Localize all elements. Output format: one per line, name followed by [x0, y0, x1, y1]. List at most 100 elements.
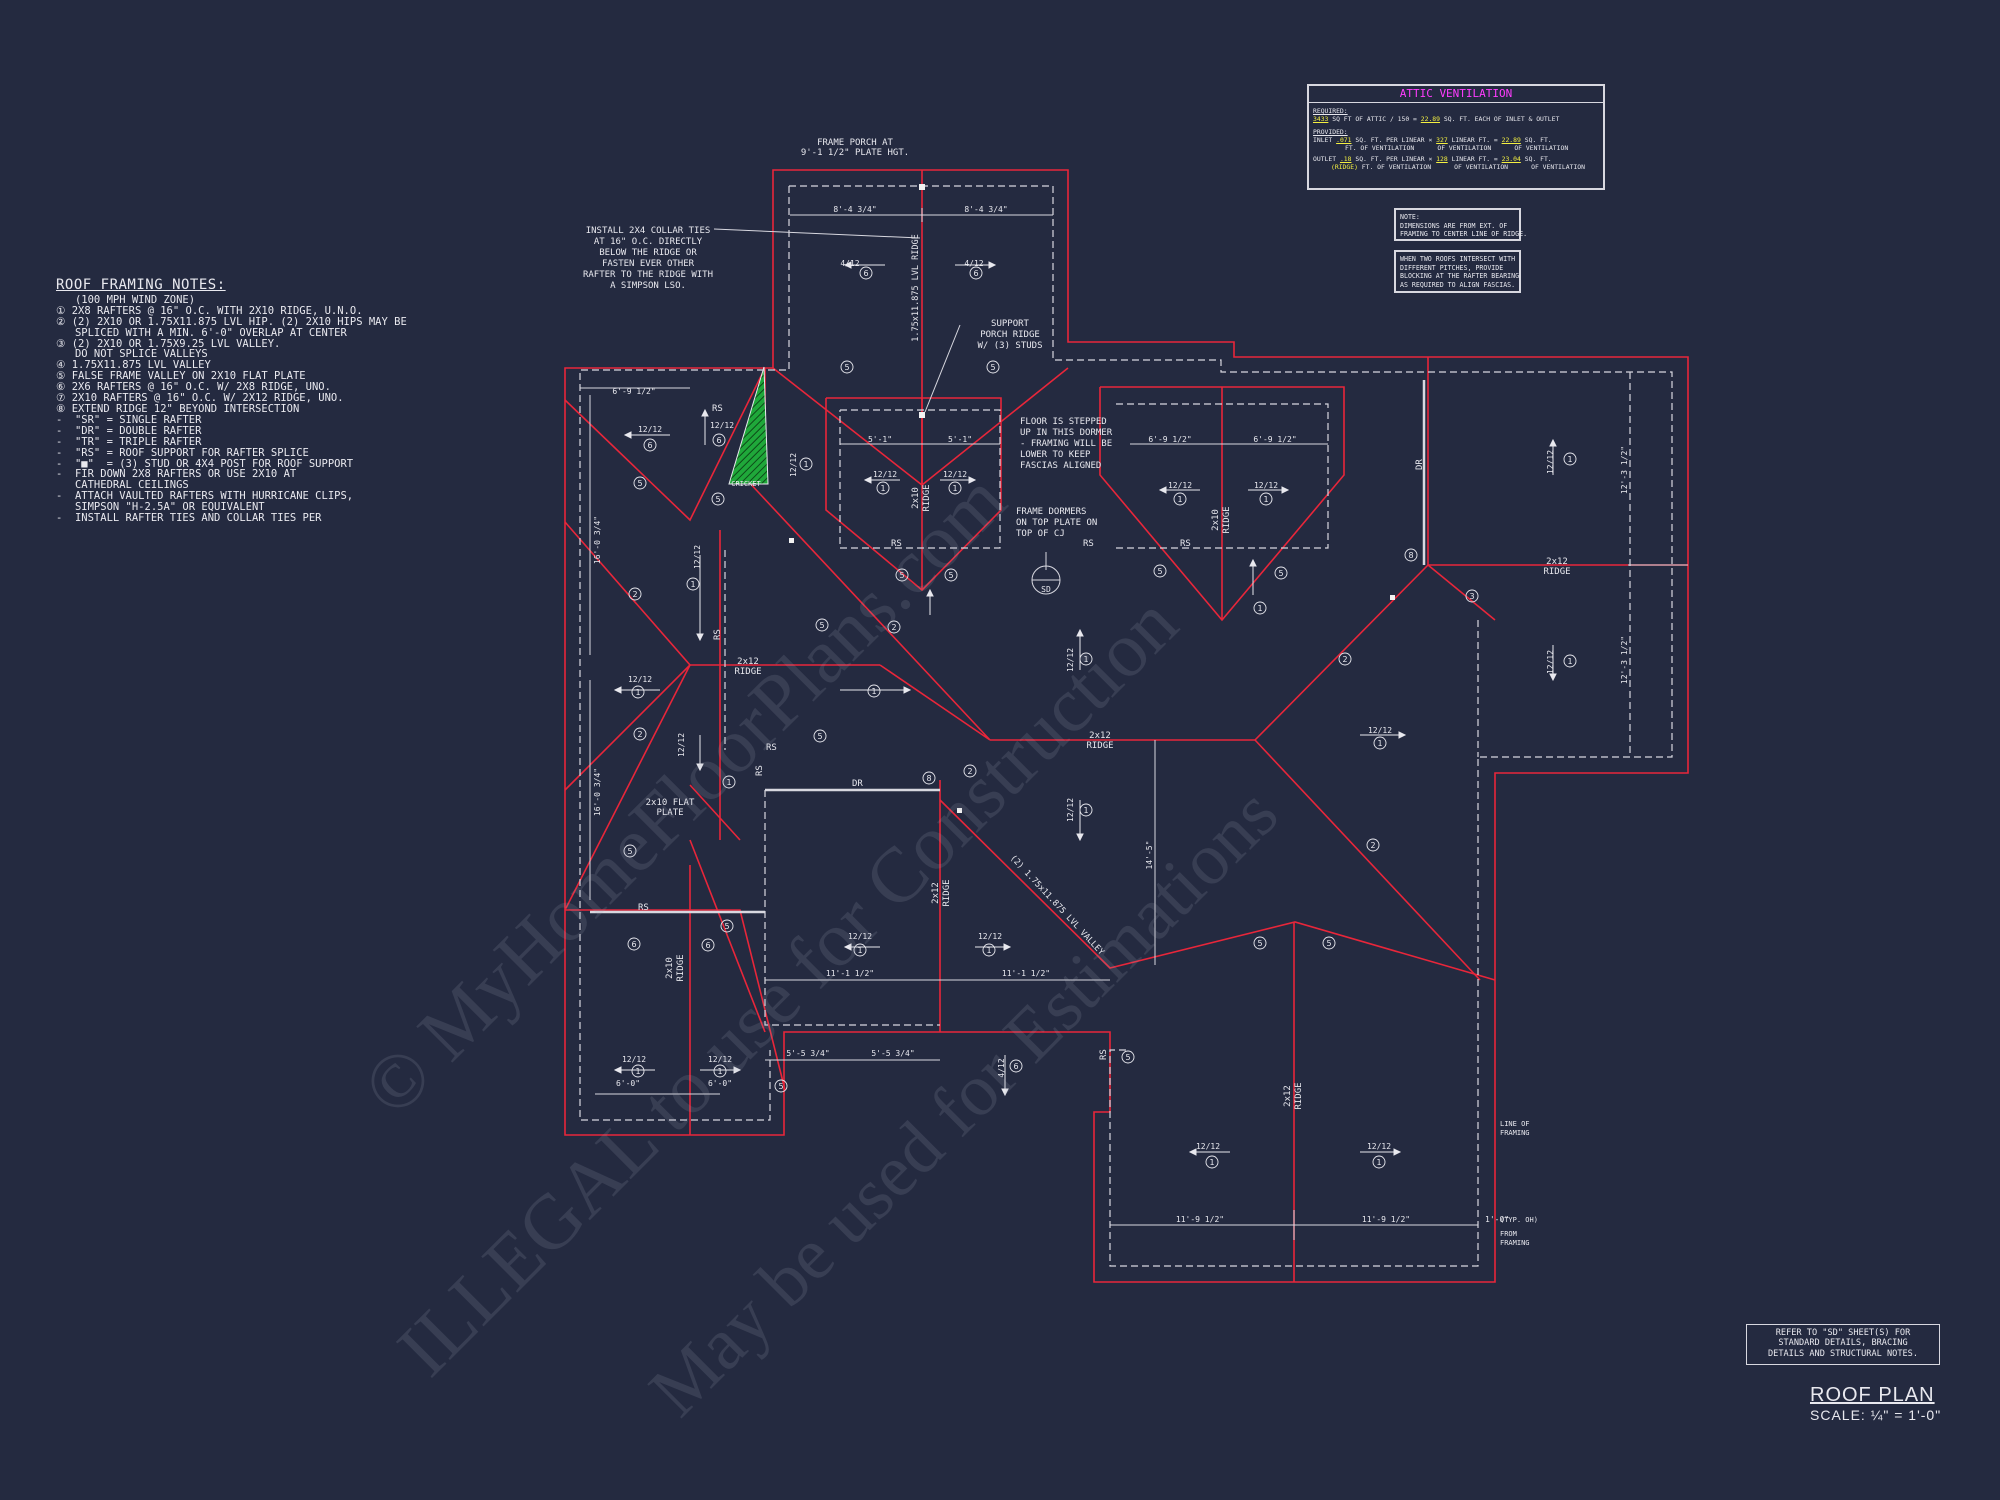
ridge-2x10-lower-left-2: RIDGE: [676, 954, 686, 981]
flat-plate-label-2: PLATE: [656, 808, 683, 818]
outlet-row: OUTLET .18 SQ. FT. PER LINEAR × 128 LINE…: [1313, 155, 1552, 163]
inlet-row: INLET .071 SQ. FT. PER LINEAR × 327 LINE…: [1313, 136, 1552, 144]
cricket-label: CRICKET: [731, 480, 761, 488]
roof-framing-note-line: DO NOT SPLICE VALLEYS: [56, 348, 208, 361]
ridge-2x12-left-2: RIDGE: [734, 667, 761, 677]
pitch-12-12-4: 12/12: [943, 470, 967, 479]
frame-dormers-callout-2: ON TOP PLATE ON: [1016, 518, 1097, 528]
outlet-rate: .18: [1339, 155, 1352, 163]
roof-framing-note-line: (100 MPH WIND ZONE): [56, 293, 196, 306]
ridge-2x10-dormer2-2: RIDGE: [1222, 506, 1232, 533]
svg-text:1: 1: [1263, 495, 1268, 504]
tag-1: 1: [1253, 601, 1267, 615]
pitch-12-12-13: 12/12: [1196, 1142, 1220, 1151]
svg-text:6: 6: [647, 441, 652, 450]
inlet-rate: .071: [1336, 136, 1352, 144]
svg-text:1: 1: [857, 946, 862, 955]
rs-label-7: RS: [713, 629, 723, 640]
ridge-2x10-porch-dormer-1: 2x10: [911, 487, 921, 509]
frame-porch-callout-1: FRAME PORCH AT: [817, 138, 893, 148]
dim-11-9-right: 11'-9 1/2": [1362, 1215, 1410, 1224]
pitch-12-12-10: 12/12: [1368, 726, 1392, 735]
floor-stepped-callout-2: UP IN THIS DORMER: [1020, 428, 1113, 438]
roof-framing-note-line: ④ 1.75x11.875 LVL VALLEY: [56, 359, 211, 372]
tag-5: 5: [944, 568, 958, 582]
rs-label-2: RS: [891, 539, 902, 549]
tag-2: 2: [628, 587, 642, 601]
dr-label-2: DR: [1415, 459, 1425, 470]
outlet-text-3b: OF VENTILATION: [1531, 163, 1585, 171]
svg-text:5: 5: [990, 363, 995, 372]
slope-arrows: [613, 261, 1557, 1156]
outlet-text-3: SQ. FT.: [1524, 155, 1552, 163]
svg-text:8: 8: [926, 774, 931, 783]
svg-text:2: 2: [891, 623, 896, 632]
svg-text:2: 2: [967, 767, 972, 776]
svg-text:1: 1: [635, 1067, 640, 1076]
roof-framing-note-line: - INSTALL RAFTER TIES AND COLLAR TIES PE…: [56, 512, 322, 525]
note-tags: 6 6 5 5 6 6 5 5 1 1 1 5 5 1 1 5 5 1 8 3 …: [623, 266, 1577, 1169]
attic-ventilation-title: ATTIC VENTILATION: [1309, 86, 1603, 103]
svg-text:1: 1: [1257, 604, 1262, 613]
tag-1: 1: [853, 943, 867, 957]
watermark: © MyHomeFloorPlans.com ILLEGAL to use fo…: [346, 456, 1294, 1432]
svg-text:5: 5: [1125, 1053, 1130, 1062]
tag-1: 1: [948, 481, 962, 495]
dim-1-0: 1'-0": [1485, 1215, 1509, 1224]
ridge-2x12-mid-1: 2x12: [931, 882, 941, 904]
roof-framing-note-line: - "SR" = SINGLE RAFTER: [56, 413, 202, 426]
roof-framing-note-line: ⑥ 2x6 RAFTERS @ 16" O.C. W/ 2x8 RIDGE, U…: [56, 381, 331, 394]
tag-1: 1: [1079, 803, 1093, 817]
watermark-line-3: May be used for Estimations: [634, 772, 1294, 1432]
roof-framing-note-line: - "RS" = ROOF SUPPORT FOR RAFTER SPLICE: [56, 446, 309, 459]
pitch-12-12-2: 12/12: [710, 421, 734, 430]
dim-11-1-left: 11'-1 1/2": [826, 969, 874, 978]
rs-label-1: RS: [712, 404, 723, 414]
svg-text:5: 5: [778, 1082, 783, 1091]
ridge-2x12-right-2: RIDGE: [1543, 567, 1570, 577]
line-of-framing-1: LINE OF: [1500, 1120, 1530, 1128]
svg-text:2: 2: [1342, 655, 1347, 664]
pitch-12-12-16: 12/12: [693, 545, 702, 569]
attic-ventilation-table: ATTIC VENTILATION REQUIRED: 3433 SQ FT O…: [1307, 84, 1605, 190]
tag-2: 2: [633, 727, 647, 741]
flat-plate-label-1: 2x10 FLAT: [646, 798, 695, 808]
inlet-text-3b: OF VENTILATION: [1514, 144, 1569, 152]
ridge-2x10-lower-left-1: 2x10: [665, 957, 675, 979]
tag-3: 3: [1465, 589, 1479, 603]
svg-text:6: 6: [1013, 1062, 1018, 1071]
svg-text:5: 5: [948, 571, 953, 580]
dim-6-0-left: 6'-0": [616, 1079, 640, 1088]
tag-2: 2: [887, 620, 901, 634]
roof-framing-note-line: - "DR" = DOUBLE RAFTER: [56, 424, 202, 437]
collar-ties-callout-1: INSTALL 2X4 COLLAR TIES: [586, 226, 711, 236]
tag-5: 5: [840, 360, 854, 374]
dim-5-1-left: 5'-1": [868, 435, 892, 444]
rs-label-9: RS: [1099, 1049, 1109, 1060]
sheet-title: ROOF PLAN: [1810, 1384, 1935, 1406]
roof-framing-note-line: ① 2x8 RAFTERS @ 16" O.C. WITH 2X10 RIDGE…: [56, 304, 363, 317]
tag-1: 1: [799, 457, 813, 471]
ridge-2x12-right-1: 2x12: [1546, 557, 1568, 567]
ridge-2x10-dormer2-1: 2x10: [1211, 509, 1221, 531]
inlet-row-2: FT. OF VENTILATION OF VENTILATION OF VEN…: [1309, 144, 1603, 152]
tag-5: 5: [1253, 936, 1267, 950]
tag-1: 1: [1563, 452, 1577, 466]
tag-5: 5: [711, 492, 725, 506]
svg-text:5: 5: [819, 621, 824, 630]
outlet-text-2: LINEAR FT. =: [1451, 155, 1498, 163]
svg-text:5: 5: [715, 495, 720, 504]
inlet-total: 22.89: [1501, 136, 1521, 144]
collar-ties-callout-6: A SIMPSON LSO.: [610, 281, 686, 291]
tag-5: 5: [774, 1079, 788, 1093]
collar-ties-callout-3: BELOW THE RIDGE OR: [599, 248, 697, 258]
rs-label-6: RS: [638, 903, 649, 913]
pitch-12-12-1: 12/12: [638, 425, 662, 434]
svg-text:1: 1: [1083, 655, 1088, 664]
tag-1: 1: [631, 685, 645, 699]
tag-6: 6: [969, 266, 983, 280]
svg-text:5: 5: [1326, 939, 1331, 948]
dim-6-9-left-wing: 6'-9 1/2": [612, 387, 655, 396]
svg-text:5: 5: [637, 479, 642, 488]
dr-label-1: DR: [852, 779, 863, 789]
